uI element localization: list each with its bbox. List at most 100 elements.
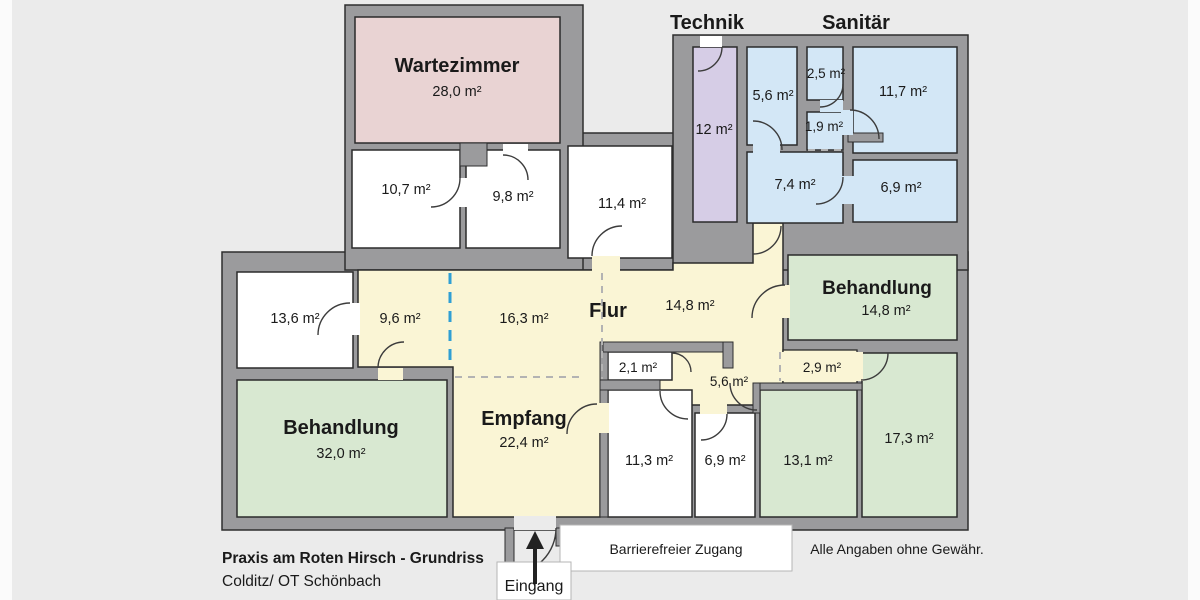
footer-titles: Praxis am Roten Hirsch - Grundriss Coldi… (222, 550, 484, 590)
room-173 (861, 352, 958, 518)
room-label-wartezimmer: Wartezimmer (395, 55, 520, 77)
door-arc (502, 154, 529, 181)
room-label-behandlung-left: Behandlung (283, 417, 399, 439)
door-gap-69-bottom (700, 404, 727, 414)
room-area-wartezimmer: 28,0 m² (432, 84, 481, 100)
door-arc (849, 109, 880, 140)
room-area-114: 11,4 m² (598, 196, 646, 212)
room-area-21: 2,1 m² (619, 360, 658, 375)
room-25 (806, 46, 844, 101)
door-arc (860, 352, 889, 381)
room-behandlung-left (236, 379, 448, 518)
door-gap-behandlung-left (378, 368, 403, 380)
rooms (236, 16, 958, 518)
room-area-117: 11,7 m² (879, 84, 927, 100)
room-area-19: 1,9 m² (805, 119, 844, 134)
door-gap-69-top (841, 176, 855, 204)
room-area-56-corridor: 5,6 m² (710, 374, 749, 389)
plan-title: Praxis am Roten Hirsch - Grundriss (222, 550, 484, 567)
barrier-free-label: Barrierefreier Zugang (609, 541, 742, 557)
door-gap-technik (700, 36, 722, 47)
wall-117-step (847, 132, 884, 143)
room-label-flur: Flur (589, 300, 627, 322)
disclaimer-label: Alle Angaben ohne Gewähr. (810, 541, 984, 557)
door-arc (729, 382, 758, 411)
room-area-empfang: 22,4 m² (499, 435, 548, 451)
entrance-arrow-icon (526, 531, 544, 584)
door-arc (751, 284, 786, 319)
door-arc (659, 390, 689, 420)
door-gap-behandlung-right (779, 285, 790, 318)
wall-21-top (602, 341, 734, 353)
door-gap-wartezimmer (503, 144, 528, 155)
room-113 (607, 389, 693, 518)
entrance-label: Eingang (505, 578, 564, 595)
room-area-technik: 12 m² (695, 122, 732, 138)
label-technik: Technik (670, 12, 745, 34)
wall-stub-56 (722, 341, 734, 369)
wall-stub-waiting (459, 142, 488, 167)
door-arc (317, 302, 351, 336)
room-area-107: 10,7 m² (381, 182, 430, 198)
door-arcs (317, 46, 889, 575)
door-arc (700, 413, 728, 441)
page-edge-right (1188, 0, 1200, 600)
wall-113-top (599, 379, 661, 391)
door-arc (752, 225, 782, 255)
label-sanitaer: Sanitär (822, 12, 890, 34)
room-area-behandlung-left: 32,0 m² (316, 446, 365, 462)
room-label-empfang: Empfang (481, 408, 567, 430)
room-wartezimmer (354, 16, 561, 144)
door-arc (591, 225, 623, 257)
door-arc (819, 83, 844, 108)
room-area-29: 2,9 m² (803, 360, 842, 375)
room-area-69-top: 6,9 m² (880, 180, 921, 196)
room-area-25: 2,5 m² (807, 66, 846, 81)
room-136 (236, 271, 354, 369)
door-openings (350, 36, 863, 530)
room-69-top (852, 159, 958, 223)
room-area-74: 7,4 m² (774, 177, 815, 193)
room-area-163: 16,3 m² (499, 311, 548, 327)
labels: Technik Sanitär Wartezimmer 28,0 m² 10,7… (270, 12, 983, 595)
room-area-131: 13,1 m² (783, 453, 832, 469)
room-area-69-bottom: 6,9 m² (704, 453, 745, 469)
room-area-113: 11,3 m² (625, 453, 673, 469)
door-gap-107 (457, 178, 467, 207)
room-area-136: 13,6 m² (270, 311, 319, 327)
barrier-free-box (559, 524, 793, 572)
divider-lines (455, 149, 844, 381)
door-arc (815, 176, 844, 205)
door-gap-empfang (597, 403, 609, 433)
door-arc (671, 352, 692, 373)
door-gap-173 (854, 352, 863, 381)
door-gap-117 (841, 110, 853, 135)
door-gap-25 (820, 100, 843, 112)
room-technik (692, 46, 738, 223)
wall-131-top (752, 382, 863, 391)
door-gap-114 (592, 256, 620, 271)
room-area-98: 9,8 m² (492, 189, 533, 205)
door-gap-entrance (514, 516, 556, 530)
entrance-arrow-head (526, 531, 544, 549)
door-arc (752, 120, 783, 151)
wall-131-left (752, 382, 761, 414)
room-label-behandlung-right: Behandlung (822, 278, 932, 299)
room-area-56: 5,6 m² (752, 88, 793, 104)
door-arc (566, 403, 598, 435)
door-arc (377, 341, 405, 369)
door-gap-56 (753, 144, 780, 153)
door-arc (430, 177, 461, 208)
room-107 (351, 149, 461, 249)
room-behandlung-right (787, 254, 958, 341)
page-edge-left (0, 0, 12, 600)
room-area-flur: 14,8 m² (665, 298, 714, 314)
room-area-173: 17,3 m² (884, 431, 933, 447)
door-gap-136 (350, 303, 360, 335)
corridor-join (781, 352, 787, 381)
room-114 (567, 145, 673, 259)
room-area-96: 9,6 m² (379, 311, 420, 327)
room-69-bottom (694, 412, 756, 518)
